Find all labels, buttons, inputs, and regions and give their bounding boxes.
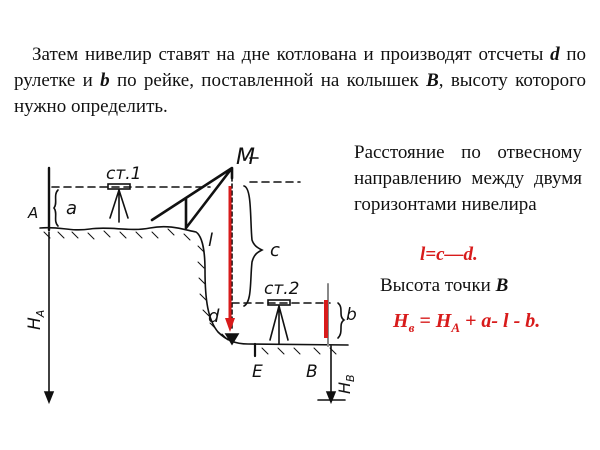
label-HB-main: H bbox=[335, 382, 354, 394]
plumb-bob bbox=[224, 333, 240, 346]
height-var: B bbox=[495, 275, 509, 296]
red-marks bbox=[225, 186, 328, 338]
intro-paragraph: Затем нивелир ставят на дне котлована и … bbox=[14, 42, 586, 120]
hb-arrow bbox=[325, 391, 337, 405]
red-tape-arrow bbox=[225, 318, 235, 332]
upper-ground-hatch bbox=[43, 228, 337, 355]
intro-text-2: по рулетке и bbox=[14, 44, 586, 91]
var-b: b bbox=[100, 70, 110, 91]
label-c: c bbox=[270, 240, 280, 261]
formula-sub-v: в bbox=[408, 320, 415, 335]
brace-b bbox=[337, 302, 346, 339]
distance-description: Расстояние по отвесному направлению межд… bbox=[354, 142, 582, 215]
label-HA: HA bbox=[25, 310, 47, 330]
tripod-1 bbox=[109, 189, 129, 223]
formula-l: l=c—d. bbox=[420, 244, 478, 265]
label-b: b bbox=[346, 305, 357, 325]
height-label: Высота точки B bbox=[380, 275, 508, 297]
label-st2: ст.2 bbox=[264, 279, 299, 299]
label-HA-main: H bbox=[25, 317, 45, 330]
svg-text:HA: HA bbox=[25, 310, 47, 330]
label-M: M bbox=[236, 145, 255, 170]
var-d: d bbox=[550, 44, 560, 65]
formula-height: Hв = HA + a- l - b. bbox=[393, 310, 540, 336]
bracket-a bbox=[52, 189, 59, 227]
level-2 bbox=[267, 299, 291, 306]
intro-text-1: Затем нивелир ставят на дне котлована и … bbox=[32, 44, 551, 65]
formula-rest: + a- l - b. bbox=[460, 310, 541, 332]
svg-text:HB: HB bbox=[335, 374, 357, 394]
level-1 bbox=[107, 183, 131, 190]
label-A: A bbox=[27, 204, 38, 222]
label-HB-sub: B bbox=[344, 374, 357, 382]
label-a: a bbox=[66, 198, 77, 219]
var-B: B bbox=[426, 70, 439, 91]
label-HB: HB bbox=[335, 374, 357, 394]
boom bbox=[150, 166, 234, 230]
ha-arrow bbox=[43, 391, 55, 405]
height-prefix: Высота точки bbox=[380, 275, 496, 296]
label-E: E bbox=[252, 362, 263, 382]
intro-text-4: , высоту которого нужно определить. bbox=[14, 70, 586, 117]
label-d: d bbox=[208, 306, 220, 327]
label-l: l bbox=[208, 230, 213, 251]
formula-h: H bbox=[393, 310, 409, 332]
tripod-2 bbox=[269, 305, 289, 345]
upper-ground bbox=[39, 225, 349, 346]
formula-sub-a: A bbox=[451, 320, 460, 335]
label-B: B bbox=[306, 362, 318, 382]
formula-eq: = H bbox=[414, 310, 452, 332]
label-HA-sub: A bbox=[34, 310, 47, 319]
label-st1: ст.1 bbox=[106, 164, 141, 184]
intro-text-3: по рейке, поставленной на колышек bbox=[109, 70, 427, 91]
brace-c bbox=[243, 185, 264, 307]
